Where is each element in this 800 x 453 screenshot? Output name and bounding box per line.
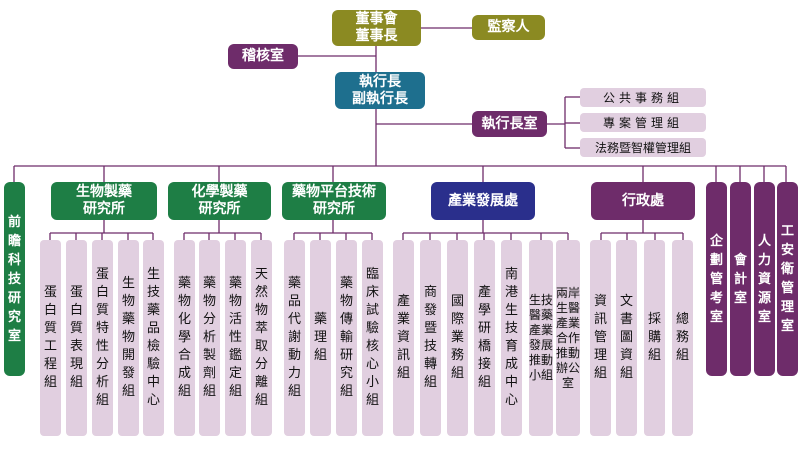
group-box: 產業資訊組 <box>393 240 414 436</box>
group-box: 藥物化學合成組 <box>174 240 195 436</box>
frontier-lab-box: 前瞻科技研究室 <box>4 182 25 376</box>
board-box: 董事會 董事長 <box>332 10 421 46</box>
division-industry: 產業發展處 <box>431 182 535 220</box>
division-bio: 生物製藥 研究所 <box>51 182 157 220</box>
group-box: 蛋白質特性分析組 <box>92 240 113 436</box>
division-platform: 藥物平台技術 研究所 <box>282 182 386 220</box>
group-box: 生物藥物開發組 <box>118 240 139 436</box>
group-box: 蛋白質工程組 <box>40 240 61 436</box>
ceo-office-group: 法務暨智權管理組 <box>580 138 706 157</box>
group-box: 藥物分析製劑組 <box>199 240 220 436</box>
group-box: 藥物傳輸研究組 <box>336 240 357 436</box>
supervisor-box: 監察人 <box>472 15 545 40</box>
ceo-box: 執行長 副執行長 <box>335 72 425 109</box>
ceo-office-group: 專案管理組 <box>580 113 706 132</box>
group-box: 藥品代謝動力組 <box>284 240 305 436</box>
group-box: 產學研橋接組 <box>474 240 495 436</box>
office-safety: 工安衛管理室 <box>777 182 798 376</box>
ceo-office-group: 公共事務組 <box>580 88 706 107</box>
group-box: 生技藥品檢驗中心 <box>143 240 164 436</box>
group-box: 藥物活性鑑定組 <box>225 240 246 436</box>
group-box: 蛋白質表現組 <box>66 240 87 436</box>
group-box: 採購組 <box>644 240 665 436</box>
office-planning: 企劃管考室 <box>706 182 727 376</box>
group-box: 資訊管理組 <box>590 240 611 436</box>
ceo-office-box: 執行長室 <box>472 111 547 137</box>
group-box: 商發暨技轉組 <box>420 240 441 436</box>
group-box: 文書圖資組 <box>616 240 637 436</box>
division-admin: 行政處 <box>591 182 695 220</box>
group-box: 生技醫藥產業發展推動小組 <box>529 240 553 436</box>
group-box: 總務組 <box>672 240 693 436</box>
group-box: 國際業務組 <box>447 240 468 436</box>
audit-office-box: 稽核室 <box>228 44 298 69</box>
group-box: 臨床試驗核心小組 <box>362 240 383 436</box>
division-chem: 化學製藥 研究所 <box>168 182 271 220</box>
group-box: 兩岸生醫產業合作推動辦公室 <box>556 240 580 436</box>
office-hr: 人力資源室 <box>754 182 775 376</box>
group-box: 天然物萃取分離組 <box>251 240 272 436</box>
group-box: 藥理組 <box>310 240 331 436</box>
group-box: 南港生技育成中心 <box>501 240 522 436</box>
office-accounting: 會計室 <box>730 182 751 376</box>
